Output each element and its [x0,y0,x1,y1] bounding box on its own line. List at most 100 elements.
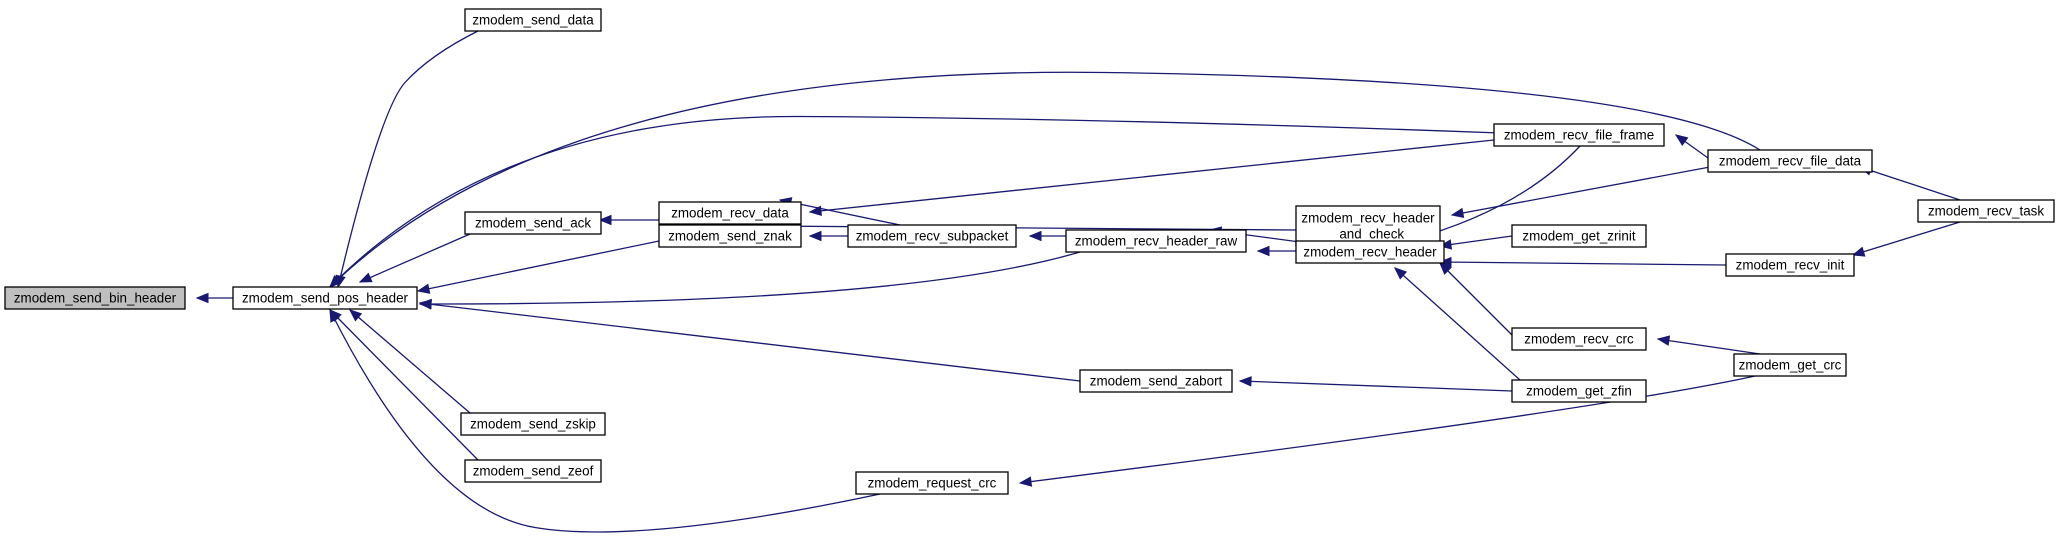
node-box [1725,253,1855,277]
call-edge-recv_header_raw-to-recv_subpacket [1028,230,1066,242]
node-box [1493,123,1665,147]
node-label: zmodem_recv_file_frame [1504,128,1654,143]
edge-line [1019,375,1756,484]
node-recv-crc[interactable]: zmodem_recv_crc [1511,327,1647,351]
node-label: zmodem_recv_header [1301,211,1435,226]
call-edge-recv_header_raw-to-pos_header [418,251,1081,310]
edge-line [1852,221,1961,256]
node-send-zskip[interactable]: zmodem_send_zskip [460,412,606,436]
call-edge-recv_header-to-recv_header_raw [1256,245,1296,257]
edge-line [329,309,881,533]
edge-line [359,233,471,283]
node-box [464,211,602,235]
node-label: zmodem_send_zabort [1090,374,1223,389]
node-box [1065,229,1247,253]
call-edge-get_crc-to-request_crc [1018,375,1756,487]
call-edge-request_crc-to-pos_header [329,308,881,533]
arrowhead-icon [358,272,373,283]
node-box [658,224,802,248]
node-send-ack[interactable]: zmodem_send_ack [464,211,602,235]
node-get-zfin[interactable]: zmodem_get_zfin [1511,379,1647,403]
node-recv-data[interactable]: zmodem_recv_data [658,201,802,225]
node-send-zabort[interactable]: zmodem_send_zabort [1079,369,1233,393]
edge-line [329,309,479,461]
arrowhead-icon [1439,262,1452,275]
arrowhead-icon [329,308,340,323]
node-box [1511,224,1647,248]
node-box [658,201,802,225]
call-edge-send_ack-to-pos_header [358,233,471,283]
node-label: zmodem_recv_subpacket [856,229,1009,244]
edge-line [419,302,1081,382]
arrowhead-icon [418,299,433,310]
node-label: zmodem_get_crc [1739,358,1842,373]
arrowhead-icon [1450,207,1465,219]
node-label: zmodem_recv_header_raw [1075,234,1238,249]
arrowhead-icon [1018,476,1033,487]
node-send-zeof[interactable]: zmodem_send_zeof [464,459,602,483]
edge-line [1859,166,1961,201]
node-label: zmodem_send_zeof [473,464,594,479]
node-box [1917,199,2055,223]
arrowhead-icon [329,275,342,288]
node-recv-task[interactable]: zmodem_recv_task [1917,199,2055,223]
node-box [1295,240,1445,264]
edge-line [349,309,471,414]
edge-line [1451,166,1711,216]
call-edge-send_data-to-pos_header [335,30,479,289]
node-label: zmodem_recv_crc [1524,332,1634,347]
node-recv-file-frame[interactable]: zmodem_recv_file_frame [1493,123,1665,147]
node-get-crc[interactable]: zmodem_get_crc [1733,353,1847,377]
node-box [232,286,418,310]
arrowhead-icon [416,283,431,294]
node-label: zmodem_send_ack [475,216,591,231]
call-edge-recv_file_data-to-pos_header [329,71,1761,288]
node-get-zrinit[interactable]: zmodem_get_zrinit [1511,224,1647,248]
node-pos-header[interactable]: zmodem_send_pos_header [232,286,418,310]
call-edge-recv_file_data-to-recv_file_frame [1674,134,1709,159]
node-box [1733,353,1847,377]
node-recv-header[interactable]: zmodem_recv_header [1295,240,1445,264]
edge-line [1394,267,1521,381]
arrowhead-icon [1394,267,1408,280]
arrowhead-icon [1438,256,1452,268]
call-edge-get_zfin-to-send_zabort [1238,376,1513,392]
node-recv-file-data[interactable]: zmodem_recv_file_data [1707,149,1873,173]
node-recv-header-raw[interactable]: zmodem_recv_header_raw [1065,229,1247,253]
call-edge-recv_data-to-send_ack [598,214,659,226]
node-send-znak[interactable]: zmodem_send_znak [658,224,802,248]
node-box [847,224,1017,248]
node-recv-header-and-check[interactable]: zmodem_recv_header_and_check [1295,205,1441,247]
arrowhead-icon [808,230,822,242]
node-box [1295,205,1441,247]
node-label: zmodem_get_zrinit [1522,229,1635,244]
node-label: zmodem_send_zskip [470,417,596,432]
node-label: zmodem_send_data [472,13,594,28]
call-edge-pos_header-to-bin_header [195,292,233,304]
call-edge-send_zeof-to-pos_header [329,309,479,461]
node-box [460,412,606,436]
call-edge-send_zskip-to-pos_header [349,309,471,414]
node-box [464,459,602,483]
call-edge-send_znak-to-pos_header [416,240,660,294]
call-edges [195,30,1961,533]
node-recv-init[interactable]: zmodem_recv_init [1725,253,1855,277]
node-box [855,471,1009,495]
arrowhead-icon [1256,245,1270,257]
call-edge-recv_crc-to-recv_header [1439,262,1513,336]
node-label: zmodem_recv_task [1928,204,2044,219]
node-send-data[interactable]: zmodem_send_data [464,8,602,32]
call-edge-recv_file_data-to-recv_header_and_check [1450,166,1711,219]
edge-line [417,240,660,292]
edge-line [809,139,1495,213]
call-edge-get_crc-to-recv_crc [1656,335,1761,355]
node-recv-subpacket[interactable]: zmodem_recv_subpacket [847,224,1017,248]
arrowhead-icon [598,214,612,226]
call-edge-get_zfin-to-recv_header [1394,267,1521,381]
edge-line [1439,262,1513,336]
call-edge-recv_task-to-recv_file_data [1858,165,1961,201]
call-edge-recv_task-to-recv_init [1851,221,1961,257]
node-request-crc[interactable]: zmodem_request_crc [855,471,1009,495]
arrowhead-icon [1674,134,1689,146]
